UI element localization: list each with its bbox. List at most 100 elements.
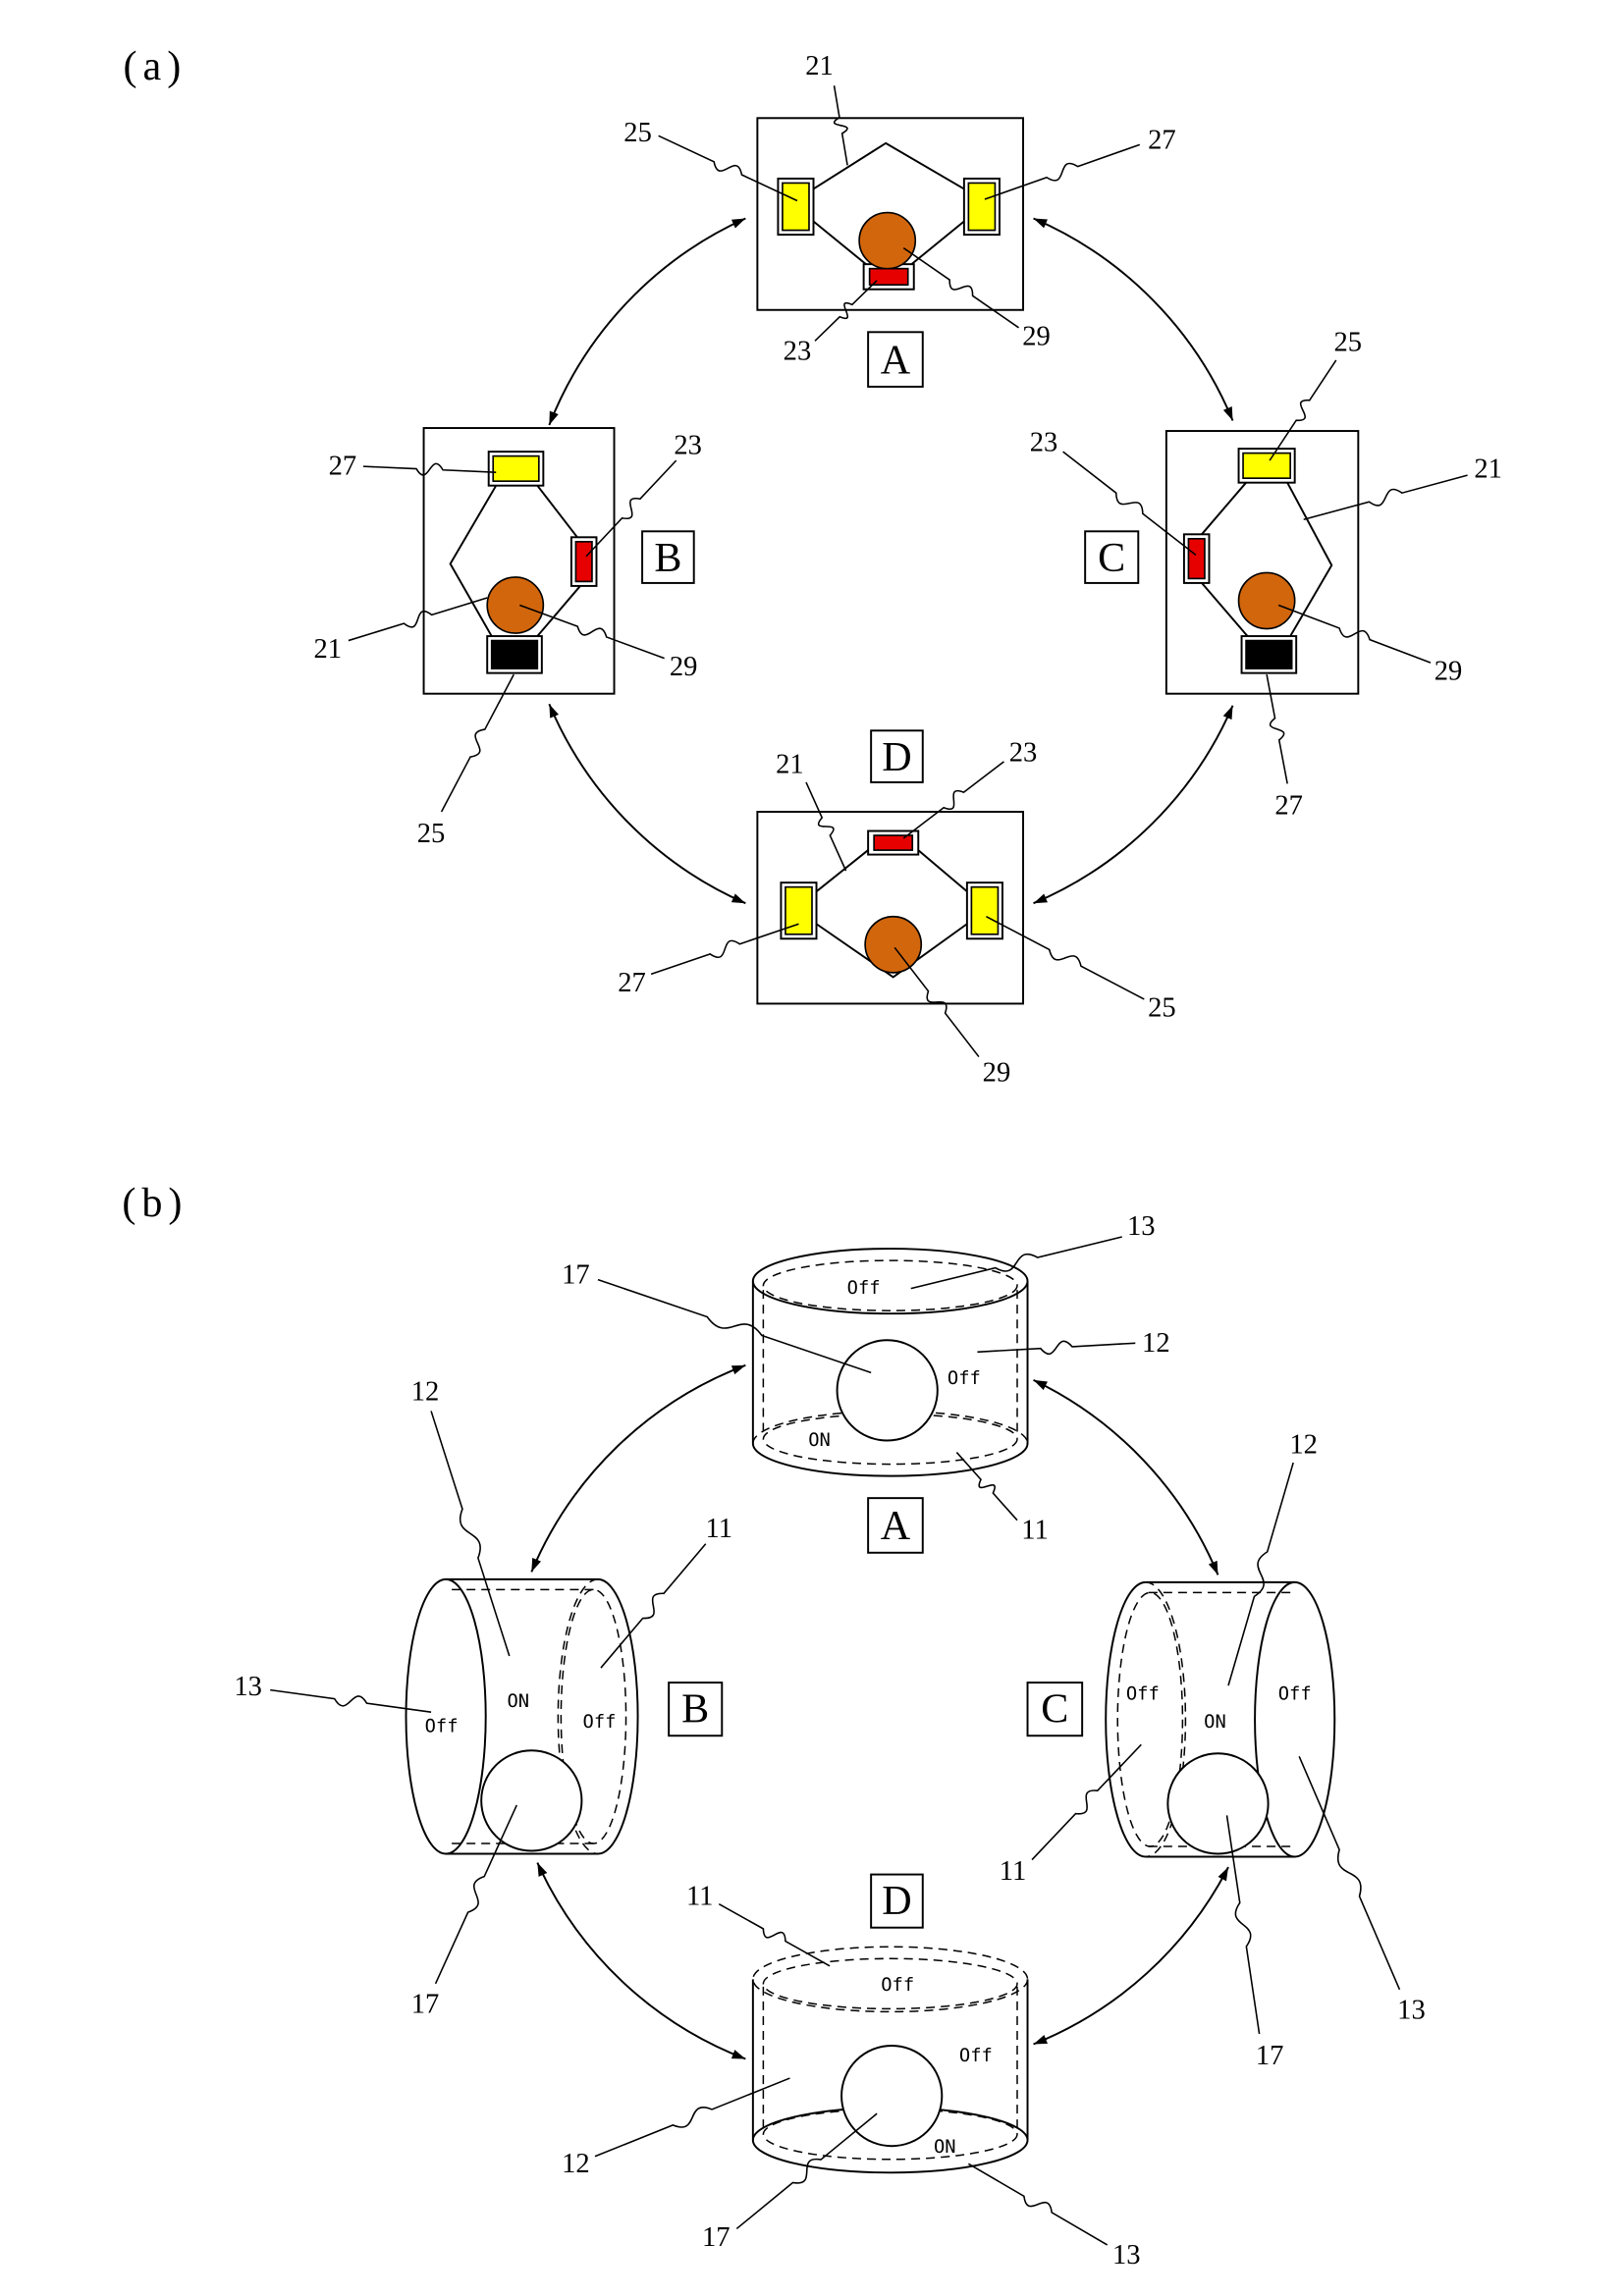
figure-b-label: (b) [122, 1180, 188, 1226]
leader-line [911, 1237, 1122, 1289]
black-contact [1246, 641, 1292, 669]
transition-arrow-a-c [1034, 219, 1233, 421]
ref-numeral: 25 [417, 819, 446, 849]
leader-line [436, 1805, 517, 1984]
ref-numeral: 17 [1256, 2041, 1284, 2071]
ball [838, 1340, 938, 1440]
cylinder-bottom-front-edge [753, 1444, 1028, 1476]
ref-numeral: 29 [1435, 657, 1463, 687]
off-mark: Off [425, 1717, 459, 1737]
state-label-letter: D [882, 734, 911, 780]
ref-numeral: 27 [618, 968, 646, 998]
yellow-contact [971, 887, 998, 934]
leader-line [977, 1341, 1135, 1354]
ref-numeral: 23 [1030, 428, 1058, 458]
ref-numeral: 21 [776, 749, 804, 779]
leader-line [598, 1280, 871, 1373]
ref-numeral: 11 [1021, 1516, 1049, 1546]
state-panel-c: C 25 23 21 29 27 [1030, 327, 1502, 821]
transition-arrow-a-b [549, 219, 745, 426]
orange-ball [1239, 572, 1295, 628]
ref-numeral: 17 [411, 1989, 440, 2019]
ref-numeral: 27 [1274, 790, 1303, 821]
on-mark: ON [934, 2137, 956, 2158]
state-label-letter: B [654, 535, 681, 581]
on-mark: ON [507, 1691, 529, 1712]
ref-numeral: 17 [562, 1260, 590, 1291]
red-contact [575, 542, 592, 582]
off-mark: Off [1126, 1684, 1160, 1705]
state-label-letter: D [882, 1878, 911, 1924]
ref-numeral: 13 [1112, 2240, 1141, 2270]
ref-numeral: 17 [702, 2222, 731, 2253]
leader-line [956, 1453, 1017, 1521]
red-contact [1188, 539, 1205, 579]
cylinder-state-b: Off ON Off B 12 11 13 17 [234, 1376, 732, 2019]
transition-arrows-b [531, 1365, 1228, 2059]
ref-numeral: 25 [623, 118, 652, 148]
orange-ball [487, 577, 543, 633]
ref-numeral: 27 [1148, 125, 1176, 155]
off-mark: Off [1278, 1684, 1312, 1705]
leader-line [968, 2163, 1107, 2245]
ball [1167, 1753, 1268, 1853]
inner-sleeve-top-edge [763, 1260, 1017, 1310]
ball [481, 1750, 581, 1850]
black-contact [492, 641, 538, 669]
ref-numeral: 11 [706, 1514, 732, 1544]
ref-numeral: 27 [329, 452, 357, 482]
transition-arrow-c-d [1034, 1867, 1228, 2044]
yellow-contact [1243, 454, 1290, 479]
ref-numeral: 12 [1142, 1328, 1170, 1359]
ref-numeral: 12 [411, 1376, 440, 1407]
leader-line [595, 2078, 789, 2157]
yellow-contact [968, 183, 995, 230]
figure-a-label: (a) [124, 43, 188, 89]
yellow-contact [493, 456, 539, 482]
leader-line [1032, 1744, 1141, 1859]
off-mark: Off [947, 1368, 981, 1389]
state-panel-d: D 21 23 27 25 29 [618, 730, 1175, 1088]
ref-numeral: 13 [1397, 1995, 1426, 2025]
state-panel-a: A 21 25 27 23 29 [623, 51, 1175, 387]
off-mark: Off [583, 1712, 617, 1733]
cylinder-state-d: Off Off ON D 11 12 17 13 [562, 1875, 1140, 2270]
figure-b: (b) Off Off ON A 17 13 12 11 [122, 1180, 1425, 2270]
cylinder-state-a: Off Off ON A 17 13 12 11 [562, 1211, 1169, 1553]
off-mark: Off [847, 1278, 881, 1299]
leader-line [1227, 1815, 1260, 2034]
yellow-contact [783, 183, 809, 230]
orange-ball [859, 213, 915, 269]
cylinder-top-face [753, 1249, 1028, 1313]
cylinder-far-front-edge [1106, 1582, 1146, 1857]
leader-line [1299, 1756, 1399, 1990]
cylinder-state-c: Off ON Off C 12 11 17 13 [1000, 1430, 1426, 2071]
ref-numeral: 29 [983, 1058, 1011, 1089]
off-mark: Off [959, 2046, 993, 2066]
state-label-letter: C [1098, 535, 1125, 581]
ref-numeral: 23 [784, 336, 812, 366]
state-label-letter: A [881, 1503, 911, 1549]
ref-numeral: 13 [1127, 1211, 1156, 1242]
ref-numeral: 21 [805, 51, 834, 81]
ref-numeral: 23 [1009, 737, 1038, 768]
state-label-letter: A [881, 337, 911, 383]
state-panel-b: B 27 23 21 29 25 [314, 428, 702, 849]
ref-numeral: 23 [674, 431, 702, 461]
ref-numeral: 12 [562, 2149, 590, 2179]
ref-numeral: 11 [686, 1882, 713, 1912]
transition-arrow-b-d [537, 1863, 745, 2059]
ref-numeral: 29 [1022, 321, 1051, 351]
ref-numeral: 12 [1289, 1430, 1318, 1461]
leader-line [719, 1904, 830, 1966]
ref-numeral: 25 [1148, 992, 1176, 1023]
leader-line [442, 674, 514, 812]
ref-numeral: 29 [670, 652, 698, 682]
leader-line [431, 1411, 510, 1656]
ref-numeral: 13 [234, 1672, 262, 1702]
off-mark: Off [881, 1975, 914, 1996]
on-mark: ON [1204, 1712, 1226, 1733]
state-label-letter: B [681, 1686, 709, 1733]
figure-a: (a) A 21 25 27 23 29 [124, 43, 1502, 1088]
ref-numeral: 21 [1474, 454, 1502, 485]
